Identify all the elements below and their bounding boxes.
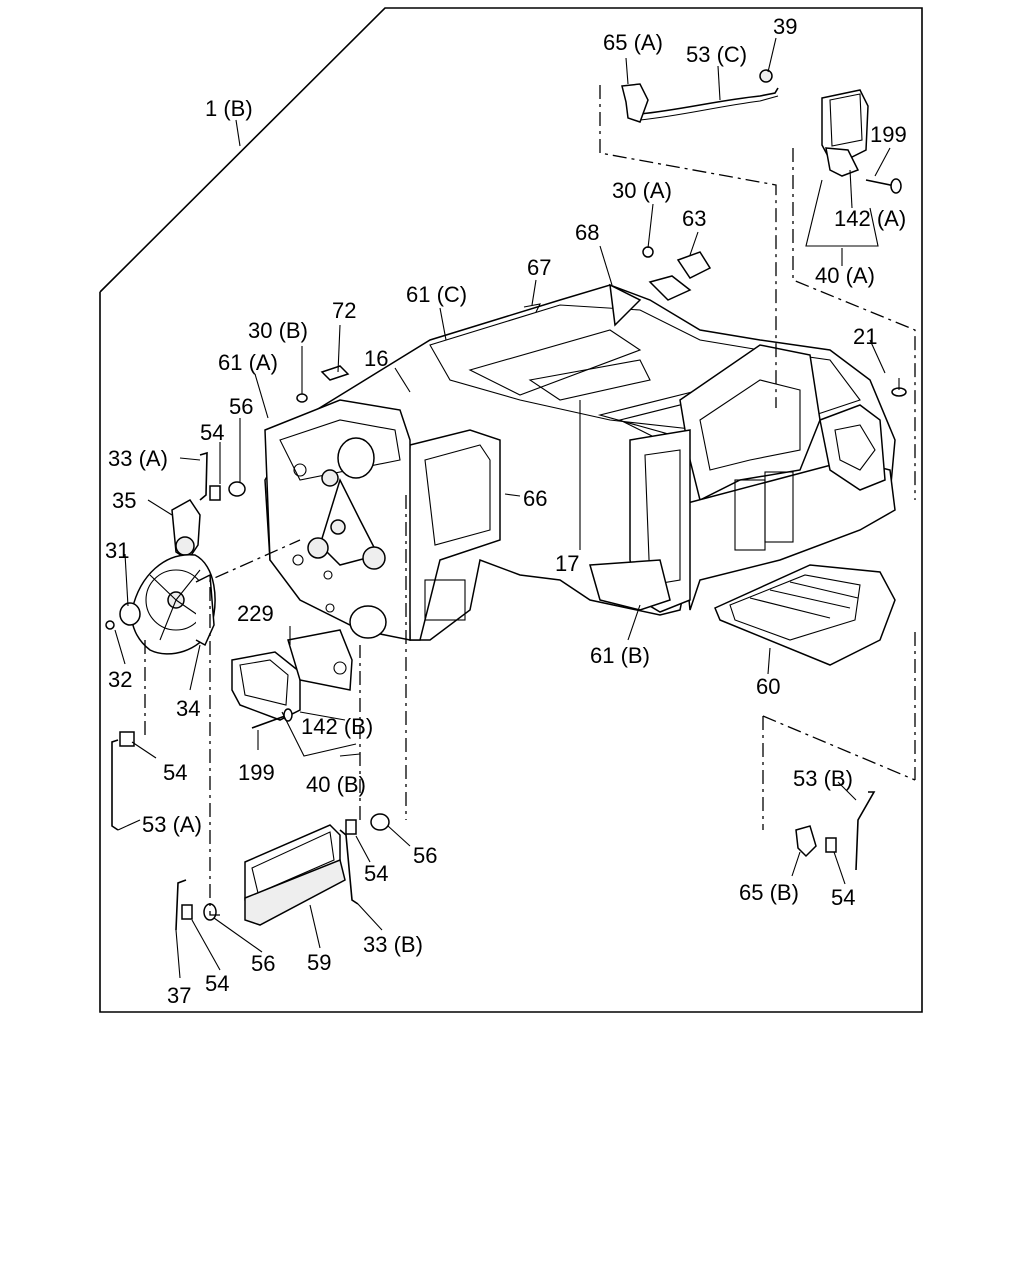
- label-142b: 142 (B): [301, 714, 373, 739]
- label-53c: 53 (C): [686, 42, 747, 67]
- label-65a: 65 (A): [603, 30, 663, 55]
- label-35: 35: [112, 488, 136, 513]
- callout-labels: 1 (B) 65 (A) 53 (C) 39 199 142 (A) 40 (A…: [105, 14, 907, 1008]
- label-67: 67: [527, 255, 551, 280]
- label-61b: 61 (B): [590, 643, 650, 668]
- label-31: 31: [105, 538, 129, 563]
- label-33b: 33 (B): [363, 932, 423, 957]
- label-53a: 53 (A): [142, 812, 202, 837]
- label-72: 72: [332, 298, 356, 323]
- diagram-frame: [99, 7, 923, 1013]
- actuator-142b: [231, 629, 353, 729]
- label-56-lower: 56: [251, 951, 275, 976]
- label-39: 39: [773, 14, 797, 39]
- label-66: 66: [523, 486, 547, 511]
- label-142a: 142 (A): [834, 206, 906, 231]
- label-54-middle: 54: [364, 861, 388, 886]
- label-40a: 40 (A): [815, 263, 875, 288]
- label-60: 60: [756, 674, 780, 699]
- label-54-rod53a: 54: [163, 760, 187, 785]
- label-56-upper: 56: [229, 394, 253, 419]
- label-61a: 61 (A): [218, 350, 278, 375]
- label-40b: 40 (B): [306, 772, 366, 797]
- rod-53a: [111, 731, 135, 831]
- label-17: 17: [555, 551, 579, 576]
- label-37: 37: [167, 983, 191, 1008]
- label-32: 32: [108, 667, 132, 692]
- label-61c: 61 (C): [406, 282, 467, 307]
- label-21: 21: [853, 324, 877, 349]
- label-34: 34: [176, 696, 200, 721]
- label-53b: 53 (B): [793, 766, 853, 791]
- label-68: 68: [575, 220, 599, 245]
- label-54-right: 54: [831, 885, 855, 910]
- label-16: 16: [364, 346, 388, 371]
- label-33a: 33 (A): [108, 446, 168, 471]
- label-30b: 30 (B): [248, 318, 308, 343]
- label-1b: 1 (B): [205, 96, 253, 121]
- label-59: 59: [307, 950, 331, 975]
- rod-53c-assembly: [621, 69, 779, 123]
- label-56-right: 56: [413, 843, 437, 868]
- door-59-assembly: [175, 813, 390, 931]
- label-54-lower: 54: [205, 971, 229, 996]
- leader-lines: [114, 37, 891, 979]
- panel-60: [714, 564, 896, 666]
- label-65b: 65 (B): [739, 880, 799, 905]
- label-199-top: 199: [870, 122, 907, 147]
- label-63: 63: [682, 206, 706, 231]
- label-54-upper: 54: [200, 420, 224, 445]
- rod-53b-assembly: [795, 791, 876, 871]
- left-mechanism-parts: [105, 451, 246, 655]
- actuator-142a: [821, 89, 902, 194]
- reference-lines: [144, 85, 916, 916]
- label-229: 229: [237, 601, 274, 626]
- label-30a: 30 (A): [612, 178, 672, 203]
- label-199-lower: 199: [238, 760, 275, 785]
